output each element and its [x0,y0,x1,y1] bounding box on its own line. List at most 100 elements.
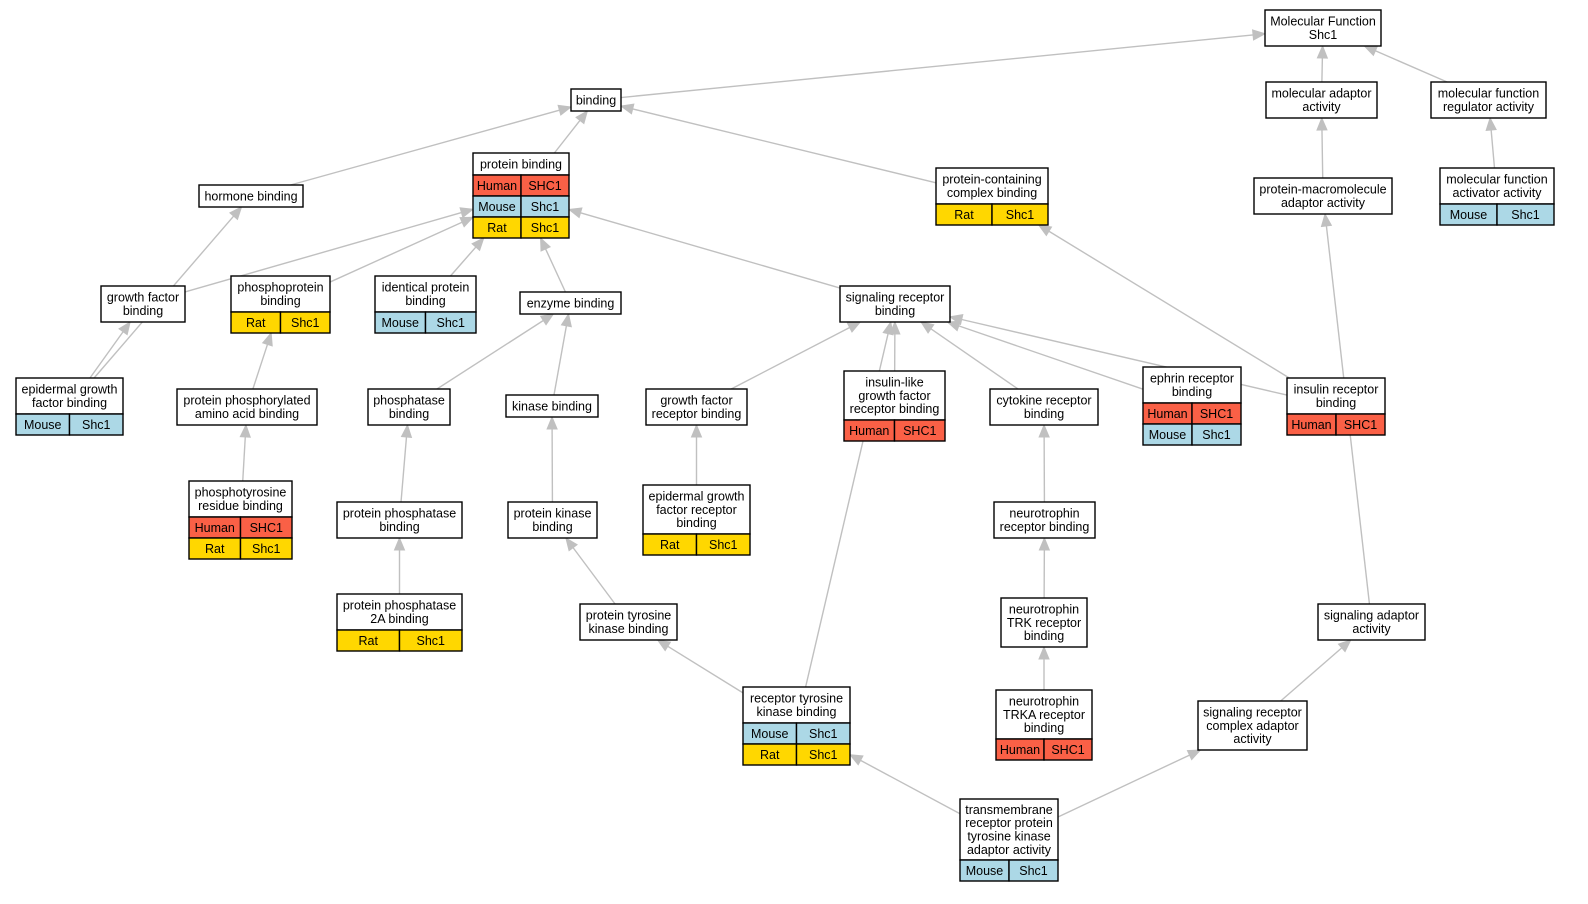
gene-cell [1496,203,1555,226]
edge-line [553,120,581,154]
edge-line [1057,754,1190,818]
edge-arrowhead [619,103,635,115]
go-term-node[interactable]: hormone binding [198,184,304,208]
edge-line [572,547,616,605]
species-label: Rat [246,316,266,330]
go-term-node[interactable]: kinase binding [505,394,599,418]
edge-arrowhead [393,536,406,551]
edge-arrowhead [1363,45,1379,57]
node-title-box [230,275,331,313]
edge-arrowhead [261,331,273,347]
gene-label: Shc1 [82,418,111,432]
edge-line [252,344,269,390]
gene-label: Shc1 [531,200,560,214]
node-label-line: protein-containing [942,173,1041,187]
node-label-line: protein tyrosine [586,609,672,623]
edge-line [242,436,246,482]
edge-arrowhead [946,320,962,332]
node-title-box [993,501,1096,539]
edge-arrowhead [919,321,935,334]
edge-arrowhead [1038,645,1050,660]
edge-arrowhead [575,109,589,125]
node-title-box [1265,81,1378,119]
gene-label: Shc1 [417,634,446,648]
gene-cell [68,413,124,436]
edges-layer [89,29,1497,818]
node-label-line: neurotrophin [1009,507,1079,521]
go-term-node[interactable]: enzyme binding [519,291,622,315]
gene-label: SHC1 [528,179,561,193]
node-label-line: receptor tyrosine [750,692,843,706]
node-label-line: binding [1024,407,1064,421]
node-label-line: amino acid binding [195,407,299,421]
node-label-line: binding [123,304,163,318]
gene-label: Shc1 [709,538,738,552]
gene-cell [398,629,463,652]
node-label-line: insulin receptor [1294,383,1379,397]
node-label-line: adaptor activity [1281,196,1366,210]
node-label-line: binding [676,516,716,530]
species-label: Mouse [751,727,789,741]
node-title-box [507,501,598,539]
node-title-box [1286,377,1386,415]
species-label: Rat [660,538,680,552]
edge-line [89,331,124,379]
gene-label: Shc1 [809,727,838,741]
gene-label: Shc1 [1006,208,1035,222]
node-label-line: Molecular Function [1270,15,1376,29]
gene-label: Shc1 [1019,864,1048,878]
go-term-node[interactable]: binding [570,88,622,112]
species-label: Human [477,179,517,193]
edge-arrowhead [471,237,485,252]
species-label: Mouse [24,418,62,432]
edge-arrowhead [656,639,672,652]
node-title-box [15,377,124,415]
gene-label: SHC1 [1344,418,1377,432]
node-title-box [1317,603,1426,641]
node-label-line: neurotrophin [1009,603,1079,617]
node-label-line: receptor binding [652,407,742,421]
gene-cell [893,419,946,442]
node-title-box [570,88,622,112]
edge-arrowhead [948,314,964,326]
node-label-line: factor binding [32,396,107,410]
edge-line [329,221,463,283]
gene-cell [1043,738,1093,761]
edge-line [580,212,841,289]
node-label-line: transmembrane [965,803,1053,817]
gene-cell [279,311,331,334]
node-label-line: hormone binding [204,189,297,203]
